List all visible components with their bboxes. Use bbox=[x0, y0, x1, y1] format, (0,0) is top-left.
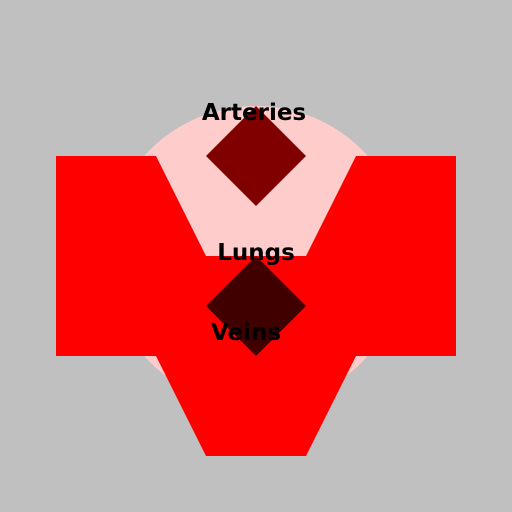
veins-label: Veins bbox=[211, 320, 281, 346]
lungs-label: Lungs bbox=[217, 240, 295, 266]
lungs-diamond bbox=[206, 256, 306, 356]
arteries-diamond bbox=[206, 106, 306, 206]
arteries-label: Arteries bbox=[202, 100, 306, 126]
